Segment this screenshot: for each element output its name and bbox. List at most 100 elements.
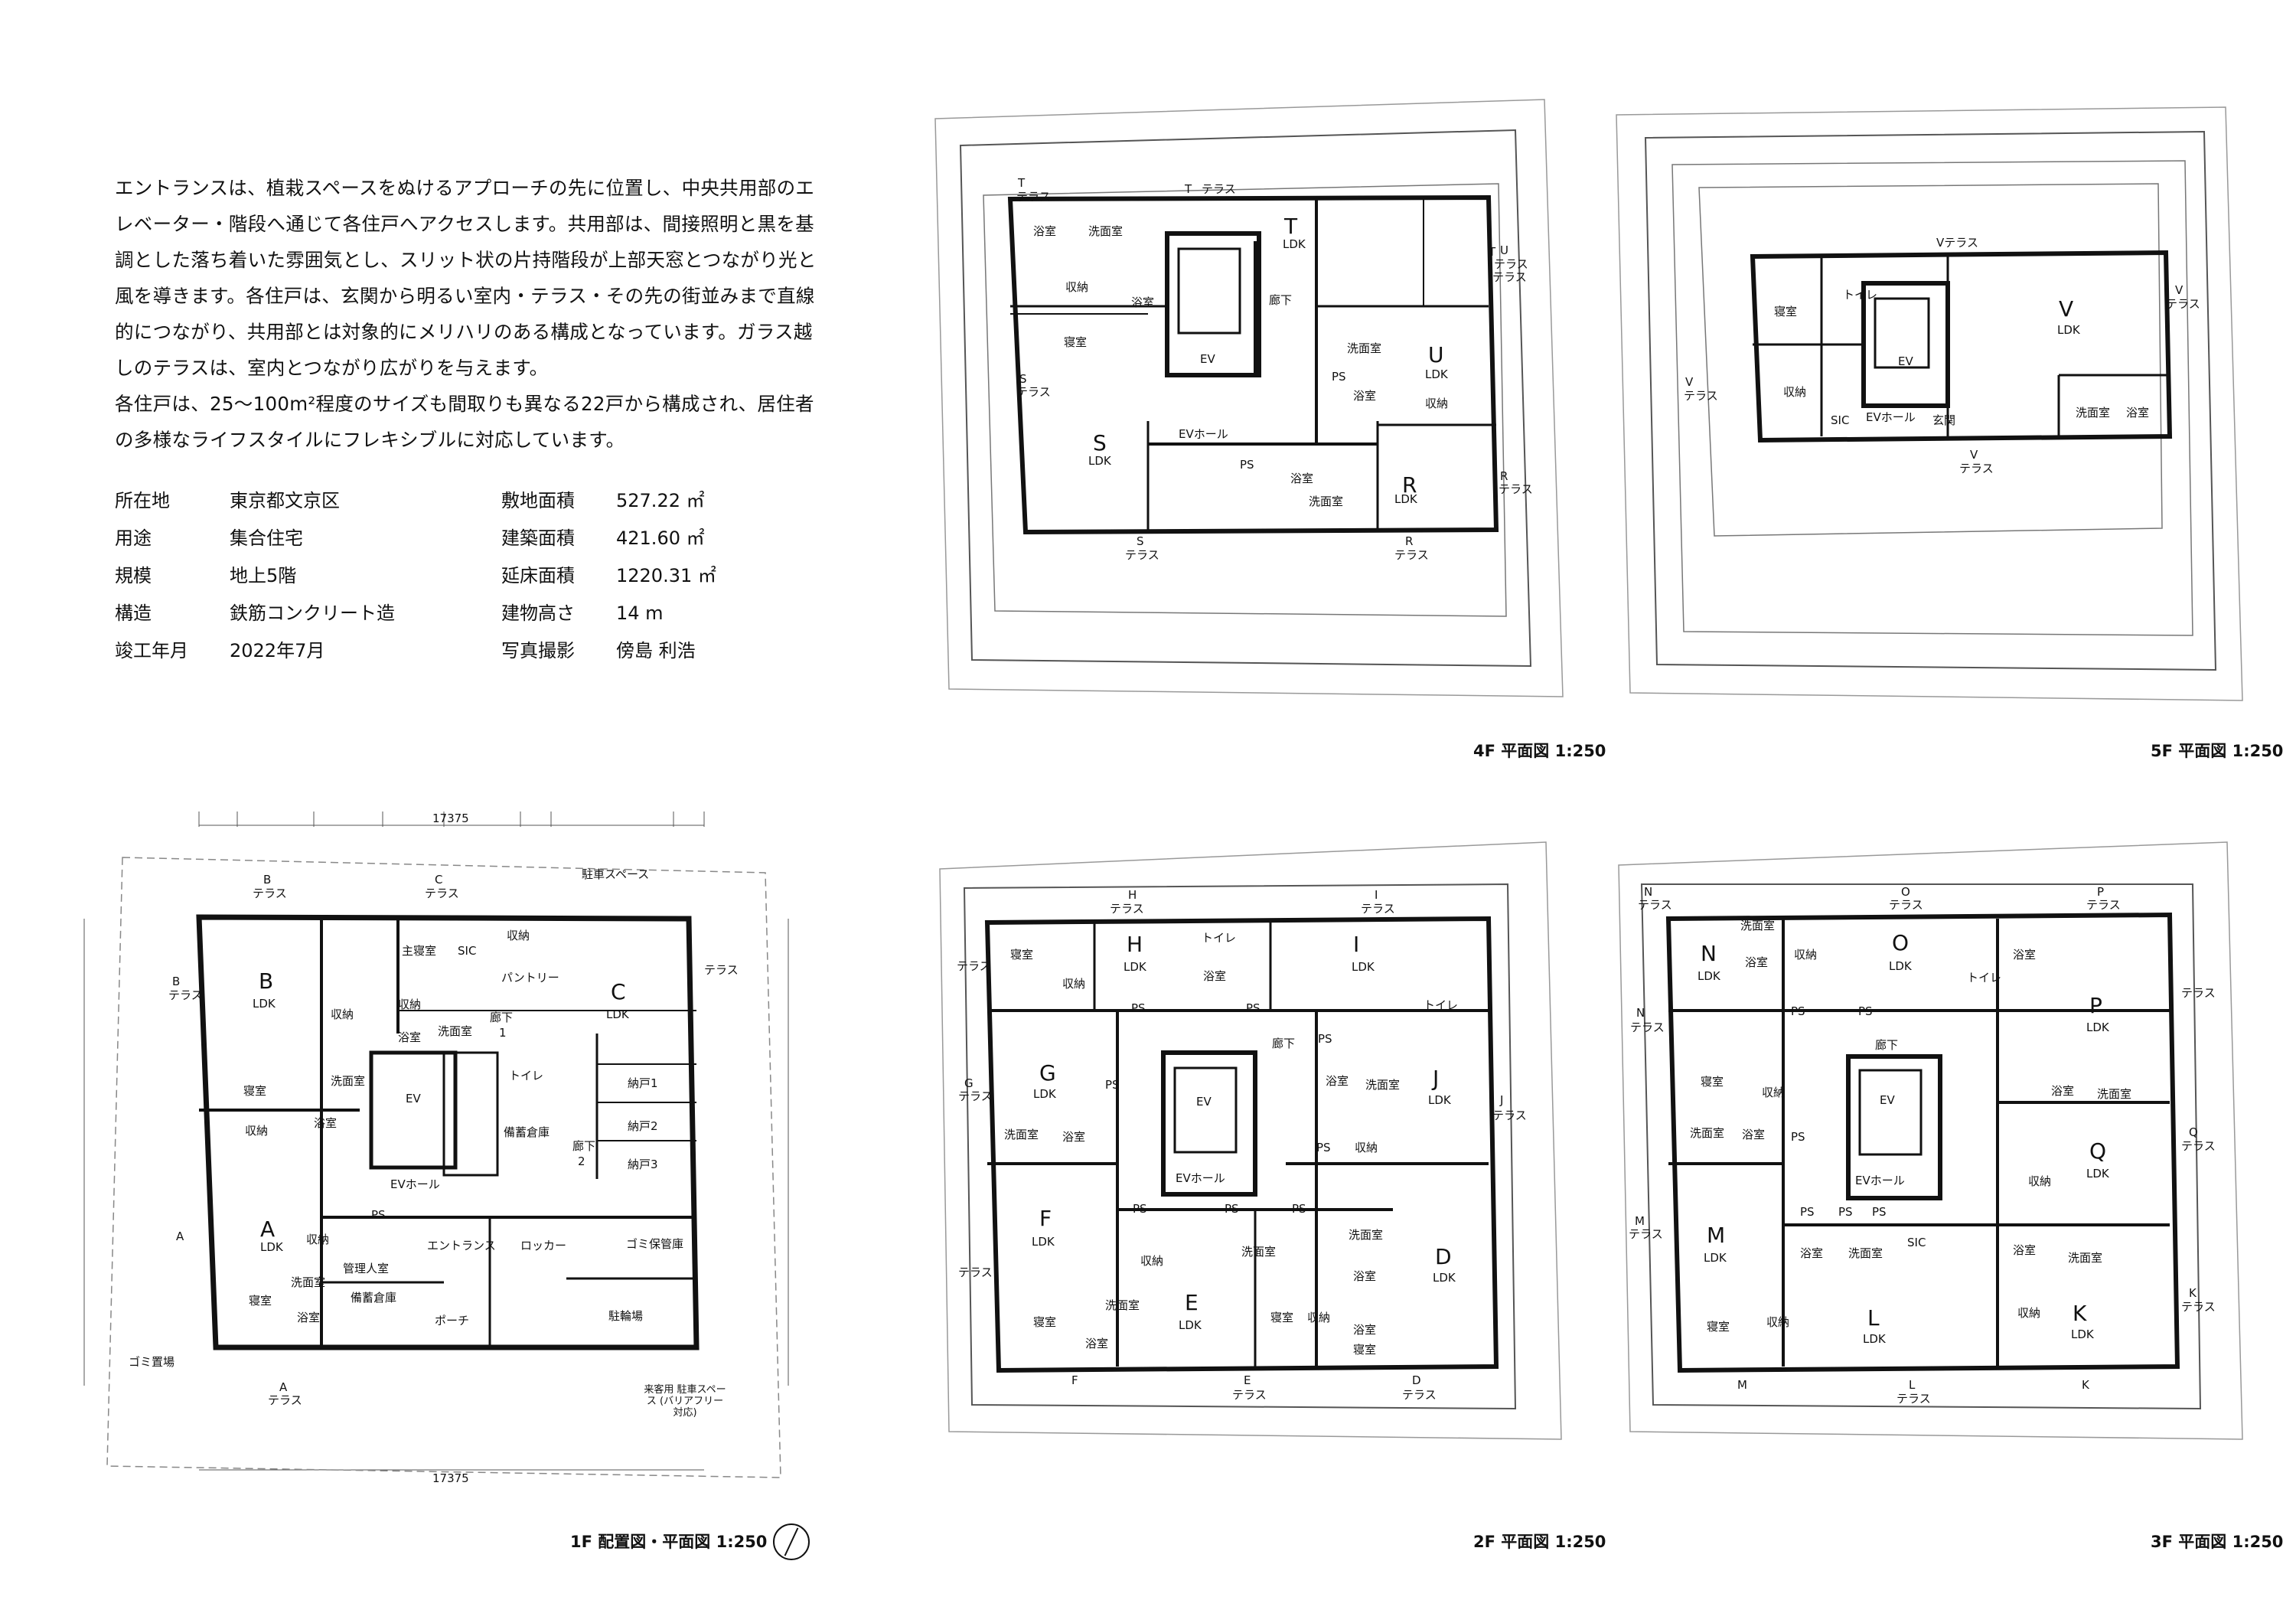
terrace-label: テラス — [253, 887, 287, 900]
unit-label: D — [1435, 1244, 1452, 1269]
terrace-label: テラス — [1016, 190, 1051, 204]
room-label: 納戸3 — [628, 1158, 658, 1171]
floor-plan-3f: N O P Q M L K 洗面室 LDK 浴室 収納 LDK トイレ 浴室 P… — [1600, 827, 2258, 1455]
unit-label: I — [1353, 932, 1360, 957]
spec-value: 集合住宅 — [230, 527, 303, 549]
terrace-label: テラス — [957, 959, 991, 973]
room-label: LDK — [1179, 1318, 1202, 1332]
unit-tag: K — [2189, 1286, 2197, 1300]
room-label: トイレ — [1967, 971, 2002, 985]
spec-label: 写真撮影 — [501, 640, 575, 661]
spec-label: 敷地面積 — [501, 490, 575, 511]
unit-tag: A — [279, 1380, 288, 1394]
floor-plan-4f-drawing — [934, 99, 1564, 697]
room-label: LDK — [1283, 237, 1306, 251]
room-label: EV — [1898, 354, 1913, 368]
room-label: PS — [1872, 1205, 1887, 1219]
terrace-label: テラス — [1630, 1020, 1665, 1034]
spec-value: 527.22 ㎡ — [616, 490, 705, 511]
caption-2f: 2F 平面図 1:250 — [1473, 1533, 1606, 1551]
spec-label: 建築面積 — [501, 527, 575, 549]
room-label: 浴室 — [2126, 406, 2150, 420]
room-label: LDK — [1698, 969, 1720, 983]
spec-label: 竣工年月 — [115, 640, 188, 661]
floor-plan-1f-drawing — [83, 812, 789, 1478]
unit-tag: B — [172, 975, 181, 988]
room-label: 浴室 — [2013, 1243, 2037, 1257]
unit-label: G — [1039, 1060, 1056, 1086]
room-label: 廊下 — [490, 1011, 514, 1024]
room-label: 浴室 — [1353, 389, 1377, 403]
spec-value: 傍島 利浩 — [616, 640, 696, 661]
room-label: 廊下 — [1272, 1037, 1296, 1050]
terrace-label: テラス — [1494, 257, 1528, 271]
room-label: 浴室 — [2051, 1084, 2075, 1098]
room-label: 洗面室 — [1088, 224, 1124, 238]
room-label: EV — [1880, 1093, 1895, 1107]
room-label: 洗面室 — [1365, 1078, 1401, 1092]
room-label: 収納 — [1355, 1141, 1378, 1154]
unit-tag: M — [1635, 1214, 1645, 1228]
unit-label: K — [2073, 1301, 2087, 1326]
room-label: EVホール — [390, 1177, 440, 1191]
unit-tag: Q — [2189, 1125, 2198, 1139]
room-label: 寝室 — [1774, 305, 1798, 318]
room-label: 浴室 — [314, 1116, 338, 1130]
room-label: LDK — [253, 997, 276, 1011]
room-label: LDK — [2086, 1020, 2109, 1034]
room-label: 洗面室 — [2097, 1087, 2132, 1101]
floor-plan-1f: B C A LDK 主寝室 SIC 収納 パントリー LDK 収納 浴室 洗面室… — [15, 781, 842, 1508]
room-label: ゴミ保管庫 — [626, 1237, 684, 1251]
room-label: 洗面室 — [1309, 495, 1344, 508]
unit-label: U — [1428, 342, 1444, 367]
unit-tag: V — [1970, 448, 1978, 462]
terrace-label: テラス — [1896, 1392, 1931, 1406]
room-label: トイレ — [509, 1069, 544, 1083]
room-label: SIC — [458, 944, 477, 958]
unit-label: S — [1093, 430, 1107, 456]
room-label: 寝室 — [1064, 335, 1088, 349]
room-label: 浴室 — [1353, 1269, 1377, 1283]
terrace-label: テラス — [1684, 389, 1718, 403]
unit-label: V — [2059, 296, 2074, 322]
room-label: 浴室 — [398, 1030, 422, 1044]
unit-tag: U — [1500, 243, 1508, 257]
dimension-label: 17375 — [432, 1471, 469, 1485]
spec-table-left: 所在地東京都文京区 用途集合住宅 規模地上5階 構造鉄筋コンクリート造 竣工年月… — [115, 482, 395, 670]
spec-row: 構造鉄筋コンクリート造 — [115, 595, 395, 632]
terrace-label: テラス — [1110, 902, 1144, 916]
unit-label: B — [259, 968, 274, 994]
unit-tag: C — [435, 873, 443, 887]
room-label: 主寝室 — [402, 944, 437, 958]
unit-tag: V — [2175, 283, 2183, 297]
floor-plan-4f: T S U R 浴室 洗面室 LDK 収納 浴室 寝室 EV 廊下 洗面室 LD… — [918, 84, 1577, 712]
terrace-label: テラス — [1394, 548, 1429, 562]
unit-tag: J — [1500, 1093, 1504, 1107]
unit-label: N — [1701, 941, 1717, 966]
terrace-label: テラス — [1232, 1388, 1267, 1402]
unit-label: C — [611, 979, 626, 1004]
unit-tag: N — [1636, 1006, 1645, 1020]
unit-label: F — [1039, 1206, 1052, 1231]
room-label: 廊下 — [572, 1139, 596, 1153]
terrace-label: テラス — [958, 1089, 993, 1103]
room-label: 洗面室 — [438, 1024, 473, 1038]
room-label: PS — [1838, 1205, 1853, 1219]
unit-tag: V — [1685, 375, 1694, 389]
terrace-label: テラス — [1492, 1109, 1527, 1122]
room-label: 収納 — [1140, 1254, 1164, 1268]
terrace-label: テラス — [1889, 898, 1923, 912]
terrace-label: テラス — [1492, 270, 1527, 284]
room-label: 洗面室 — [291, 1275, 326, 1289]
room-label: 玄関 — [1932, 413, 1956, 427]
room-label: PS — [1332, 370, 1346, 384]
room-label: LDK — [1352, 960, 1375, 974]
room-label: 浴室 — [1326, 1074, 1349, 1088]
terrace-label: テラス — [1125, 548, 1159, 562]
room-label: PS — [1133, 1202, 1147, 1216]
room-label: EV — [1196, 1095, 1212, 1109]
unit-tag: O — [1901, 885, 1910, 899]
caption-1f: 1F 配置図・平面図 1:250 — [570, 1533, 768, 1551]
room-label: 洗面室 — [2068, 1251, 2103, 1265]
